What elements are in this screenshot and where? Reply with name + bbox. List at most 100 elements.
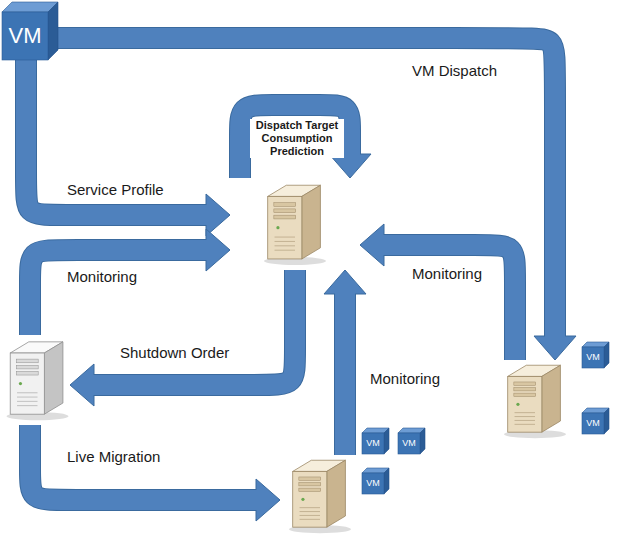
vm-cube: VM xyxy=(582,408,609,434)
drive-bay xyxy=(514,382,536,385)
drive-bay xyxy=(274,215,296,219)
text-holder xyxy=(495,360,575,442)
text-holder: VM xyxy=(2,2,58,60)
power-led xyxy=(516,403,519,406)
vent-line xyxy=(515,412,535,413)
server-icon xyxy=(5,335,70,425)
server-side xyxy=(542,365,561,432)
vent-line xyxy=(275,250,295,251)
flow-arrow xyxy=(70,270,295,406)
vent-line xyxy=(17,401,37,402)
cube-side xyxy=(384,468,389,494)
vent-line xyxy=(300,515,320,516)
flow-label: Service Profile xyxy=(65,181,166,199)
arrow-head xyxy=(206,229,230,271)
server-side xyxy=(327,460,346,527)
server-front xyxy=(10,353,44,414)
arrow-outline xyxy=(92,270,295,385)
cube-side xyxy=(420,428,425,454)
flow-label: Shutdown Order xyxy=(118,344,231,362)
cube-front xyxy=(582,347,604,368)
drive-bay xyxy=(514,388,536,391)
flow-arrow xyxy=(30,229,230,335)
text-holder: VM xyxy=(362,428,389,454)
vent-line xyxy=(17,392,37,393)
arrow-outline xyxy=(240,105,350,178)
arrow-head xyxy=(360,224,384,266)
drive-bay xyxy=(514,393,536,396)
text-holder: VM xyxy=(582,342,609,368)
flow-label: Dispatch Target Consumption Prediction xyxy=(250,119,344,158)
flow-arrow xyxy=(30,425,280,521)
arrow-body xyxy=(30,425,258,500)
server-icon xyxy=(230,178,360,270)
drive-bay xyxy=(299,477,321,480)
arrow-outline xyxy=(382,245,515,360)
arrow-head xyxy=(206,194,230,236)
vent-line xyxy=(17,397,37,398)
arrow-head xyxy=(324,270,366,294)
vent-line xyxy=(275,237,295,238)
vent-line xyxy=(300,511,320,512)
flow-arrow xyxy=(360,224,515,360)
power-led xyxy=(276,226,279,229)
server-icon xyxy=(495,360,575,442)
vm-label: VM xyxy=(366,479,380,488)
arrow-body xyxy=(240,105,350,178)
arrow-body xyxy=(30,250,208,335)
cube-side xyxy=(384,428,389,454)
vm-label: VM xyxy=(9,25,42,47)
arrow-body xyxy=(335,292,355,455)
server-front xyxy=(508,376,542,432)
flow-arrow xyxy=(240,105,371,178)
drive-bay xyxy=(299,488,321,491)
cube-side xyxy=(604,342,609,368)
arrow-outline xyxy=(58,38,555,338)
server-front xyxy=(293,471,327,527)
text-holder: VM xyxy=(582,408,609,434)
vm-label: VM xyxy=(366,439,380,448)
drive-bay xyxy=(274,203,296,207)
arrow-outline xyxy=(30,425,258,500)
arrow-outline xyxy=(30,250,208,335)
vent-line xyxy=(515,416,535,417)
arrow-body xyxy=(26,60,208,215)
arrow-body xyxy=(92,270,295,385)
cube-front xyxy=(362,473,384,494)
flow-label: Monitoring xyxy=(368,370,442,388)
vent-line xyxy=(515,420,535,421)
vent-line xyxy=(515,424,535,425)
arrow-outline xyxy=(26,60,208,215)
arrow-outline xyxy=(334,292,356,455)
text-holder: VM xyxy=(362,468,389,494)
host-server xyxy=(5,335,70,425)
vm-cube: VM xyxy=(362,468,389,494)
cube-front xyxy=(582,413,604,434)
host-server xyxy=(280,455,360,537)
flow-arrow xyxy=(58,38,576,360)
arrow-head xyxy=(256,479,280,521)
vent-line xyxy=(275,241,295,242)
text-holder: VM xyxy=(398,428,425,454)
drive-bay xyxy=(299,483,321,486)
arrow-body xyxy=(382,245,515,360)
vm-cube: VM xyxy=(398,428,425,454)
cube-side xyxy=(48,2,58,60)
vm-cube: VM xyxy=(582,342,609,368)
arrow-body xyxy=(58,38,555,338)
text-holder xyxy=(5,335,70,425)
drive-bay xyxy=(16,365,38,369)
vm-cube: VM xyxy=(2,2,58,60)
flow-label: Monitoring xyxy=(65,268,139,286)
server-side xyxy=(302,185,321,259)
text-holder xyxy=(280,455,360,537)
drive-bay xyxy=(16,371,38,375)
vent-line xyxy=(275,245,295,246)
flow-label: Monitoring xyxy=(410,265,484,283)
cube-side xyxy=(604,408,609,434)
flow-arrow xyxy=(324,270,366,455)
vent-line xyxy=(300,519,320,520)
cube-front xyxy=(2,12,48,60)
server-front xyxy=(268,196,302,259)
